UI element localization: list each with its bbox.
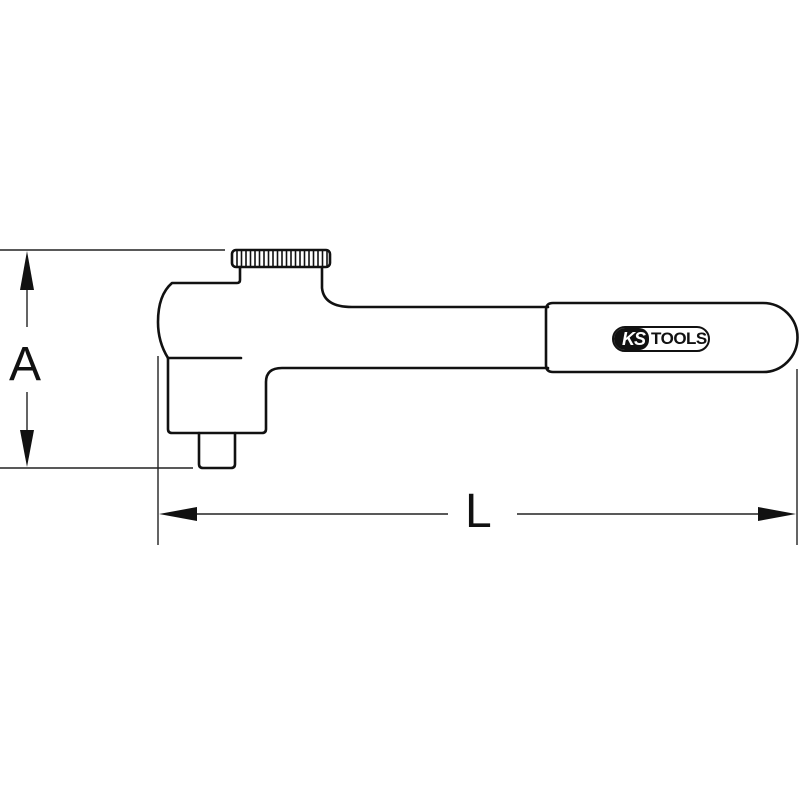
logo-ks-part: KS	[614, 328, 650, 350]
handle-top-line	[320, 265, 550, 309]
square-drive	[197, 431, 237, 470]
dimension-a-label: A	[9, 338, 42, 391]
knurled-knob	[230, 248, 332, 269]
insulated-grip	[544, 301, 799, 374]
ratchet-body-outline	[156, 265, 550, 435]
dimension-l	[157, 356, 798, 545]
logo-tools-part: TOOLS	[651, 329, 707, 348]
ks-tools-logo: KS TOOLS	[612, 326, 710, 352]
dimension-l-label: L	[465, 485, 492, 538]
dimension-a	[0, 249, 225, 469]
